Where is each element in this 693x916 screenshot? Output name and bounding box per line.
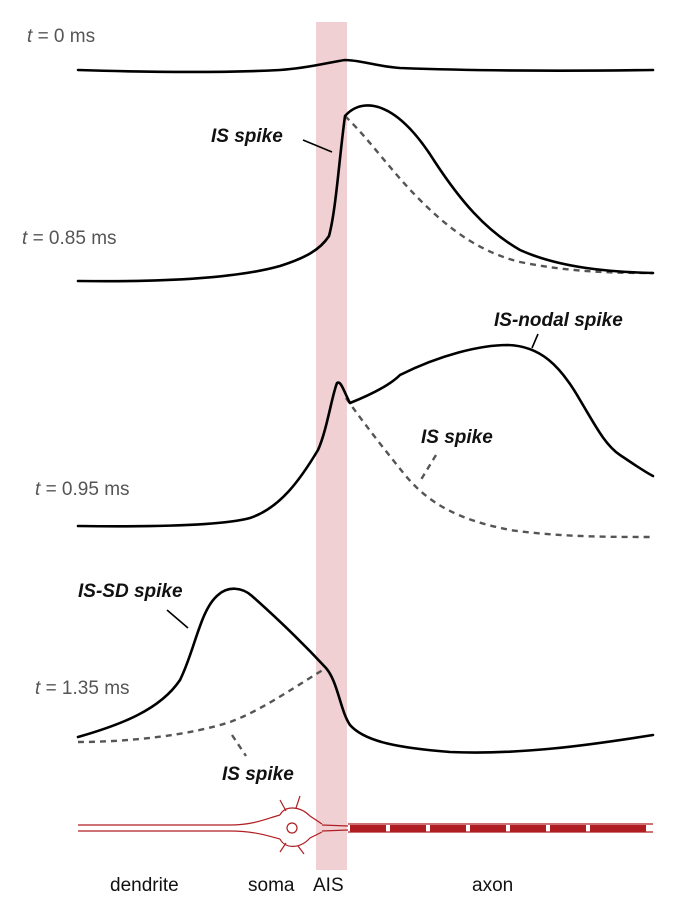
is-spike-leader-1	[302, 139, 333, 153]
is-nodal-spike-label: IS-nodal spike	[494, 310, 623, 331]
trace-t135	[76, 587, 655, 754]
ais-shape	[321, 824, 349, 832]
region-label-soma: soma	[248, 875, 295, 896]
time-label-1: t = 0.85 ms	[22, 228, 117, 249]
is-sd-spike-leader	[166, 609, 189, 629]
dendrite-shape	[78, 814, 281, 840]
trace-t095	[76, 343, 655, 528]
myelin-segment	[510, 825, 546, 832]
myelin-segment	[620, 825, 646, 832]
myelin-segment	[550, 825, 586, 832]
is-spike-leader-3	[231, 734, 247, 757]
soma-shape	[279, 807, 323, 847]
soma-processes	[279, 795, 305, 855]
myelin-segment	[350, 825, 386, 832]
neuron-schematic	[78, 795, 653, 855]
time-label-2: t = 0.95 ms	[35, 479, 130, 500]
nucleus-shape	[286, 822, 298, 834]
myelin-segment	[390, 825, 426, 832]
is-spike-label-3: IS spike	[222, 764, 294, 785]
myelin-segment	[470, 825, 506, 832]
axon-shape	[350, 825, 646, 832]
time-label-0: t = 0 ms	[27, 26, 95, 47]
trace-t0	[76, 58, 655, 74]
axon-outline	[348, 823, 653, 833]
is-spike-leader-2	[417, 454, 438, 484]
region-label-dendrite: dendrite	[110, 875, 179, 896]
is-spike-label-1: IS spike	[211, 126, 283, 147]
ais-band	[316, 22, 347, 870]
is-nodal-spike-leader	[531, 333, 539, 349]
region-label-ais: AIS	[313, 875, 344, 896]
myelin-segment	[590, 825, 626, 832]
dashed-trace-t095	[345, 397, 654, 539]
is-sd-spike-label: IS-SD spike	[78, 581, 183, 602]
time-label-3: t = 1.35 ms	[35, 678, 130, 699]
dashed-trace-t135	[77, 666, 327, 744]
myelin-segment	[430, 825, 466, 832]
region-label-axon: axon	[472, 875, 513, 896]
trace-t085	[76, 104, 655, 283]
dashed-trace-t085	[344, 115, 654, 275]
is-spike-label-2: IS spike	[421, 427, 493, 448]
